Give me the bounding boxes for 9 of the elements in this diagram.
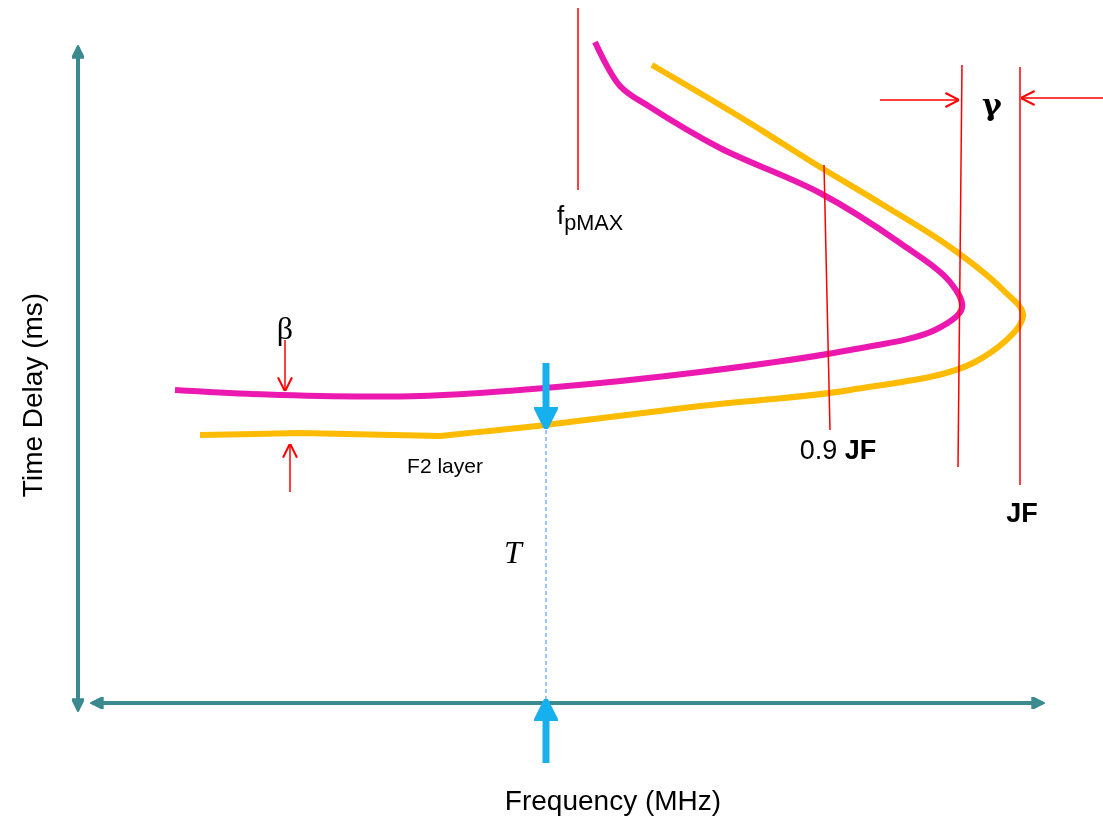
layer-label: F2 layer xyxy=(407,454,483,478)
time-symbol: T xyxy=(504,533,522,571)
frequency-label: 0.9 JF xyxy=(799,434,877,466)
axis-title: Frequency (MHz) xyxy=(504,785,722,817)
axis-title: Time Delay (ms) xyxy=(17,292,49,498)
frequency-label: f$_{pMAX}$ xyxy=(556,199,624,237)
frequency-label: JF xyxy=(1006,497,1038,529)
gamma-symbol: γ xyxy=(982,86,1002,122)
beta-symbol: β xyxy=(276,309,294,347)
